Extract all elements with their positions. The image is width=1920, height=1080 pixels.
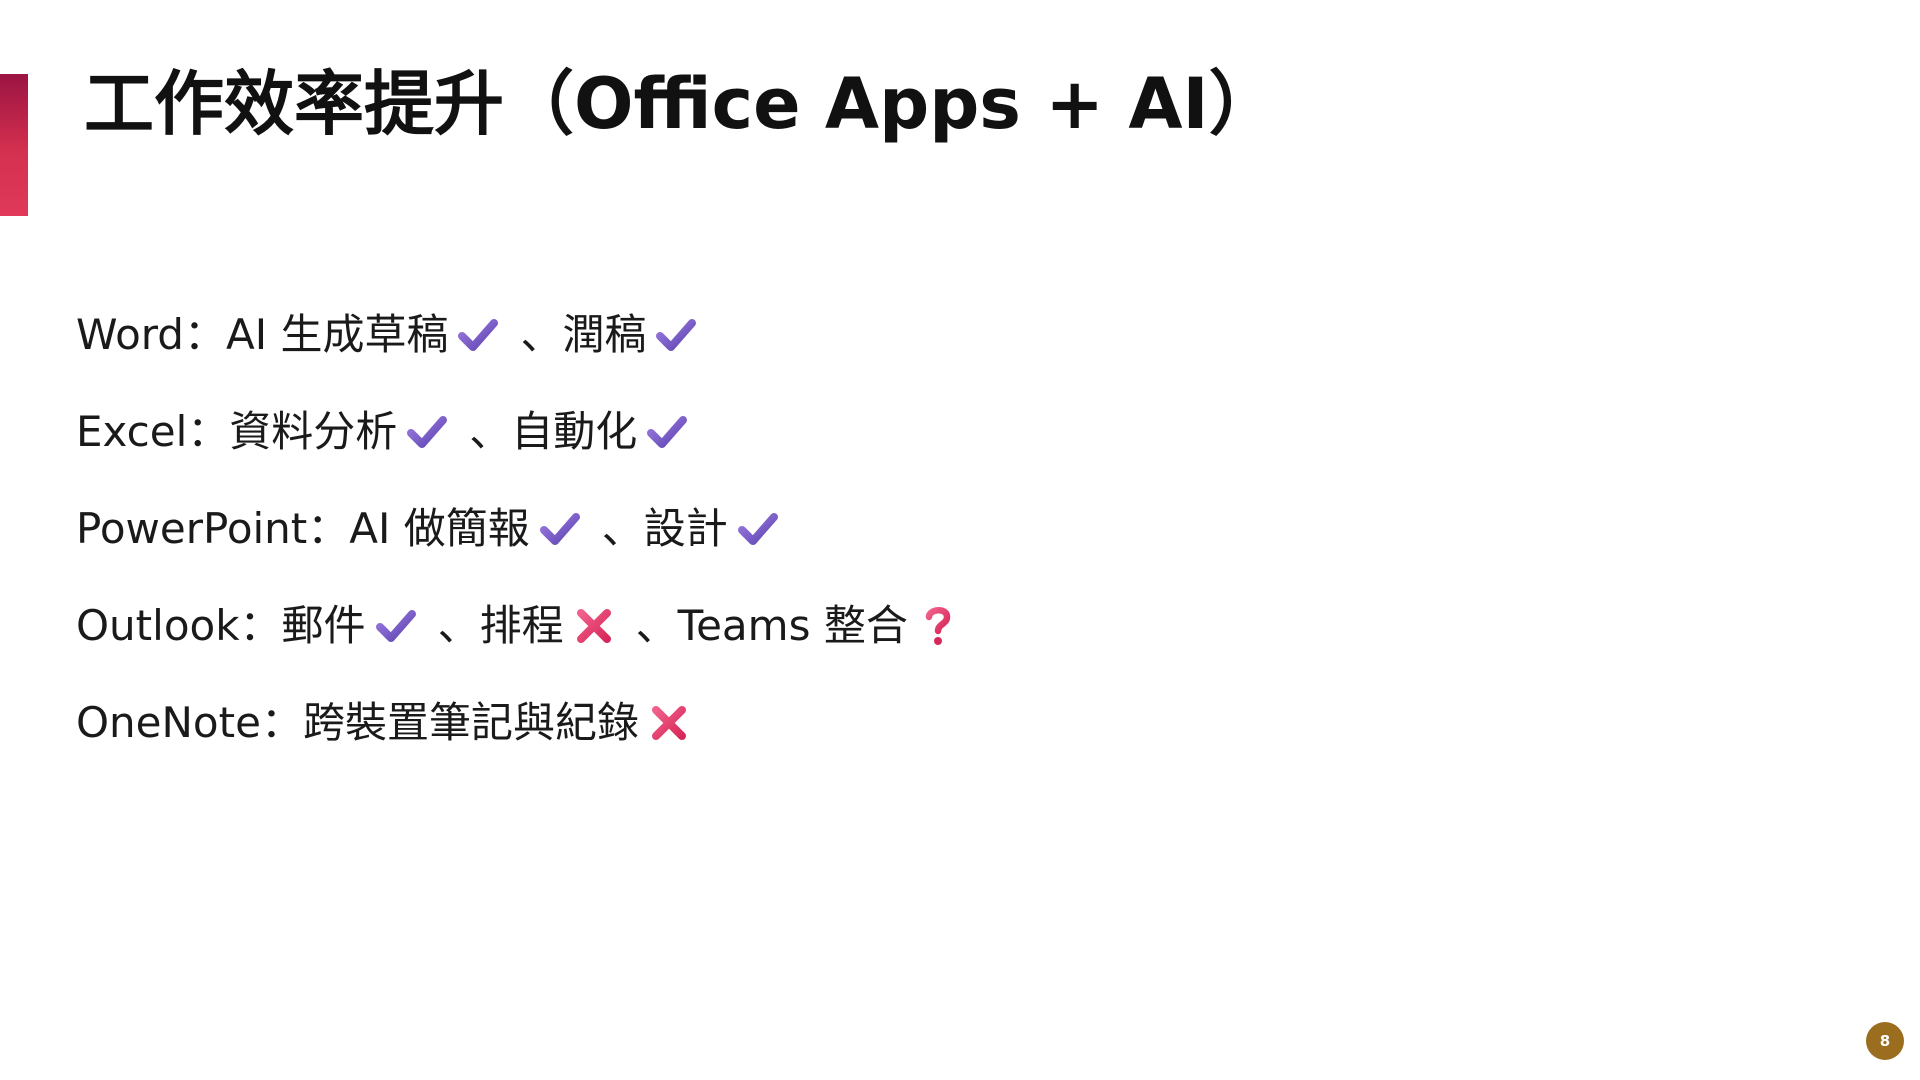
feature-text: 跨裝置筆記與紀錄 (302, 697, 639, 747)
feature-text: 、排程 (437, 600, 564, 650)
colon: ： (239, 600, 282, 650)
list-item-powerpoint: PowerPoint：AI 做簡報 、設計 (76, 480, 966, 577)
app-name: Outlook (76, 600, 240, 650)
check-icon (405, 410, 449, 454)
colon: ： (183, 309, 226, 359)
page-number-badge: 8 (1866, 1022, 1904, 1060)
list-item-onenote: OneNote：跨裝置筆記與紀錄 (76, 674, 966, 771)
question-icon (916, 604, 960, 648)
check-icon (456, 313, 500, 357)
list-item-word: Word：AI 生成草稿 、潤稿 (76, 286, 966, 383)
feature-text: AI 生成草稿 (225, 309, 449, 359)
list-item-outlook: Outlook：郵件 、排程 、Teams 整合 (76, 577, 966, 674)
slide-title: 工作效率提升（Office Apps + AI） (84, 63, 1279, 145)
feature-text: 、設計 (601, 503, 728, 553)
accent-bar (0, 74, 28, 216)
check-icon (645, 410, 689, 454)
check-icon (654, 313, 698, 357)
colon: ： (307, 503, 350, 553)
app-name: OneNote (76, 697, 261, 747)
check-icon (538, 507, 582, 551)
app-name: Word (76, 309, 184, 359)
feature-text: 、Teams 整合 (635, 600, 908, 650)
colon: ： (187, 406, 230, 456)
colon: ： (260, 697, 303, 747)
check-icon (374, 604, 418, 648)
feature-text: 、自動化 (469, 406, 638, 456)
cross-icon (572, 604, 616, 648)
cross-icon (647, 701, 691, 745)
feature-list: Word：AI 生成草稿 、潤稿 Excel：資料分析 、自動化 PowerPo… (76, 286, 966, 771)
list-item-excel: Excel：資料分析 、自動化 (76, 383, 966, 480)
feature-text: 、潤稿 (520, 309, 647, 359)
app-name: Excel (76, 406, 188, 456)
app-name: PowerPoint (76, 503, 308, 553)
feature-text: 郵件 (281, 600, 366, 650)
feature-text: AI 做簡報 (349, 503, 530, 553)
feature-text: 資料分析 (229, 406, 398, 456)
check-icon (736, 507, 780, 551)
